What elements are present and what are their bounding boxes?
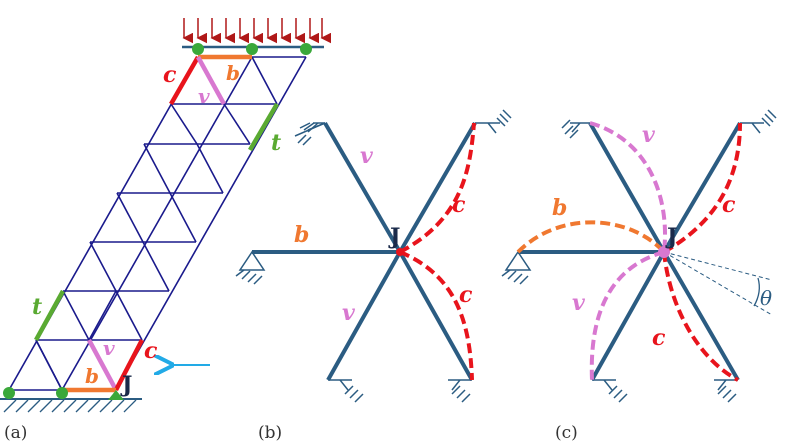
caption-b: (b) xyxy=(258,423,282,443)
label-v-b-top: v xyxy=(360,143,373,169)
label-j-c: J xyxy=(665,224,677,250)
ground-hatch-a xyxy=(0,398,142,413)
node-top-1 xyxy=(192,43,204,55)
node-bottom-2 xyxy=(56,387,68,399)
label-c-bottom: c xyxy=(144,338,158,364)
theta-label: θ xyxy=(760,286,772,310)
label-j-a: J xyxy=(120,372,132,398)
deformed-v-bottom-c xyxy=(589,250,665,381)
node-top-2 xyxy=(246,43,258,55)
panel-a: c b v t t v c b J (a) xyxy=(0,18,331,443)
label-v-c-top: v xyxy=(642,122,655,148)
label-b-top: b xyxy=(226,61,240,85)
label-v-c-bottom: v xyxy=(572,290,585,316)
panel-c: θ v b J c v c (c) xyxy=(501,109,777,443)
members-b xyxy=(252,121,477,381)
supports-b xyxy=(235,109,512,403)
caption-a: (a) xyxy=(4,423,27,443)
supports-c xyxy=(501,109,777,403)
theta-arc xyxy=(753,277,760,307)
member-t-left xyxy=(34,289,65,342)
label-v-top: v xyxy=(198,84,210,108)
deformed-b-c xyxy=(516,220,666,254)
label-c-top: c xyxy=(163,62,177,88)
label-t-left: t xyxy=(32,294,42,320)
label-c-c-top: c xyxy=(722,192,736,218)
panel-b: v c b J c v (b) xyxy=(235,109,512,443)
member-c-bottom xyxy=(114,338,144,392)
label-c-b-bottom: c xyxy=(459,282,473,308)
member-t-right xyxy=(248,102,279,152)
reference-line xyxy=(663,251,773,281)
joint-j-b xyxy=(396,248,404,256)
label-c-c-bottom: c xyxy=(652,325,666,351)
label-v-bottom: v xyxy=(103,336,115,360)
joint-j-c xyxy=(658,246,670,258)
label-t-right: t xyxy=(271,130,281,156)
member-v-bottom xyxy=(87,338,118,392)
lattice-frame xyxy=(8,56,307,391)
label-j-b: J xyxy=(388,224,400,250)
deformed-c-lower-b xyxy=(399,250,474,381)
deformed-c-bottom-c xyxy=(662,251,739,382)
member-c-top xyxy=(169,55,200,106)
deformed-v-top-c xyxy=(589,121,667,253)
label-c-b-top: c xyxy=(452,192,466,218)
member-v-top xyxy=(196,55,226,106)
node-bottom-1 xyxy=(3,387,15,399)
caption-c: (c) xyxy=(555,423,578,443)
members-c xyxy=(518,121,742,382)
label-b-bottom: b xyxy=(85,364,99,388)
load-arrows xyxy=(182,18,331,44)
label-v-b-bottom: v xyxy=(342,300,355,326)
deformed-c-upper-b xyxy=(399,122,476,254)
label-b-b: b xyxy=(294,222,309,248)
deformed-c-top-c xyxy=(663,122,742,254)
node-top-3 xyxy=(300,43,312,55)
pin-support-j xyxy=(108,390,124,400)
label-b-c: b xyxy=(552,195,567,221)
